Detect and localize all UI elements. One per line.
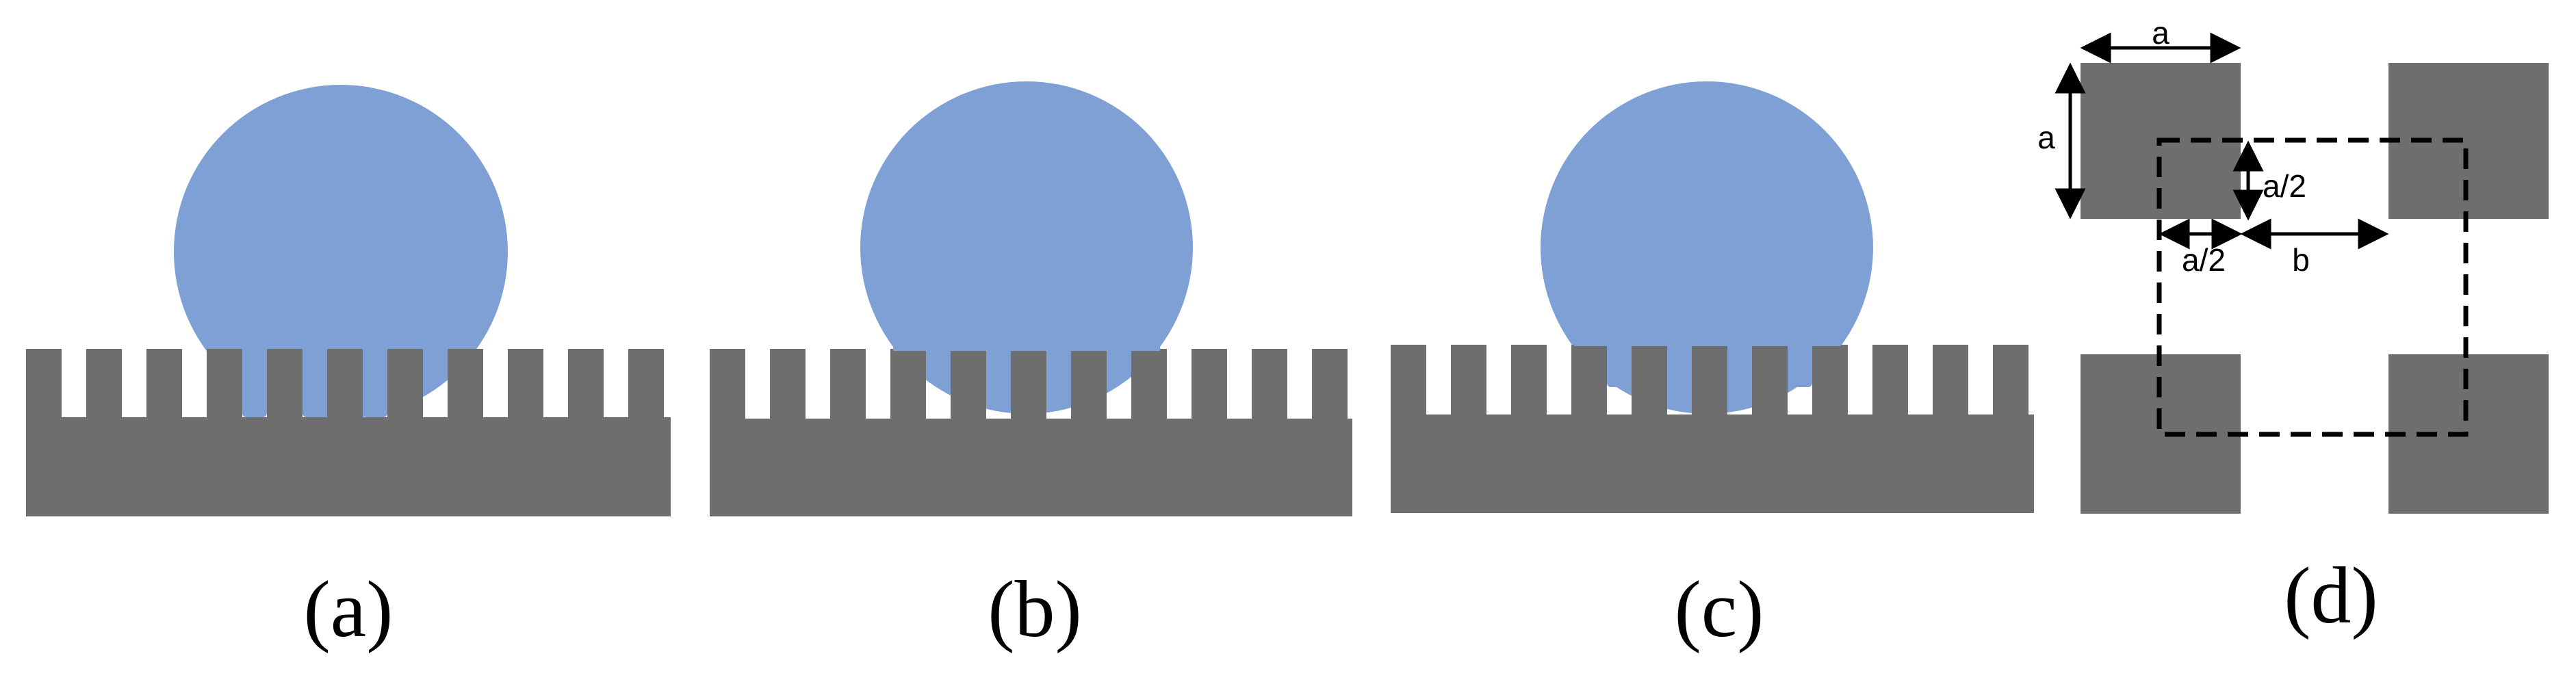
pillar [1933,345,1968,415]
pillar [448,349,483,418]
panel-a-fully-wetted [26,85,671,516]
textured-surface-b [710,349,1352,516]
liquid-in-groove [302,349,327,417]
pillar [1692,345,1727,415]
pillar [1011,349,1046,419]
panel-d-unit-cell: a a a/2 a/2 b [2037,15,2549,514]
pillar [1872,345,1908,415]
pillar [568,349,604,418]
liquid-in-groove [363,349,387,417]
pillar [327,349,363,418]
liquid-in-groove [242,349,267,417]
pillar [1131,349,1167,419]
pillar [1391,345,1426,415]
pillar [146,349,182,418]
pillar [86,349,122,418]
pillar [951,349,986,419]
droplet [174,85,508,419]
liquid-contact-band [1574,341,1841,346]
dim-label-a-top: a [2152,15,2169,51]
pillar [1632,345,1667,415]
liquid-in-groove [1788,345,1812,387]
pillar [1192,349,1227,419]
pillar [26,349,62,418]
droplet-c [1541,81,1873,414]
pillar-bottom-right [2388,354,2549,514]
pillar [710,349,745,419]
dim-label-a-half-vertical: a/2 [2263,168,2306,204]
droplet-a [174,85,508,419]
pillar [770,349,806,419]
liquid-in-groove [1727,345,1752,387]
pillar [628,349,664,418]
textured-surface-c [1391,345,2034,513]
pillar [508,349,543,418]
dim-label-a-left: a [2037,120,2055,155]
caption-d: (d) [2284,551,2378,640]
liquid-contact-band [893,345,1160,351]
caption-b: (b) [988,564,1082,654]
pillar [1451,345,1486,415]
substrate-base [1391,415,2034,513]
pillar [1752,345,1788,415]
pillar [1993,345,2028,415]
liquid-in-groove [1667,345,1692,387]
pillar [1071,349,1107,419]
pillar [1511,345,1547,415]
droplet-b [860,81,1193,414]
pillar [1571,345,1607,415]
dim-label-b: b [2292,242,2310,278]
pillar [830,349,866,419]
dim-label-a-half-horizontal: a/2 [2182,242,2226,278]
panel-b-suspended [710,81,1352,516]
unit-cell-dashed-outline [2156,137,2469,437]
textured-surface-a [26,349,671,516]
panel-c-partially-wetted [1391,81,2034,513]
pillar [267,349,302,418]
pillar [1252,349,1287,419]
liquid-in-groove [1607,345,1632,387]
pillar [1312,349,1348,419]
pillar [387,349,423,418]
substrate-base [710,419,1352,516]
caption-a: (a) [304,564,394,654]
pillar [1812,345,1848,415]
pillar [207,349,242,418]
substrate-base [26,417,671,516]
pillar [890,349,926,419]
caption-c: (c) [1675,564,1764,654]
